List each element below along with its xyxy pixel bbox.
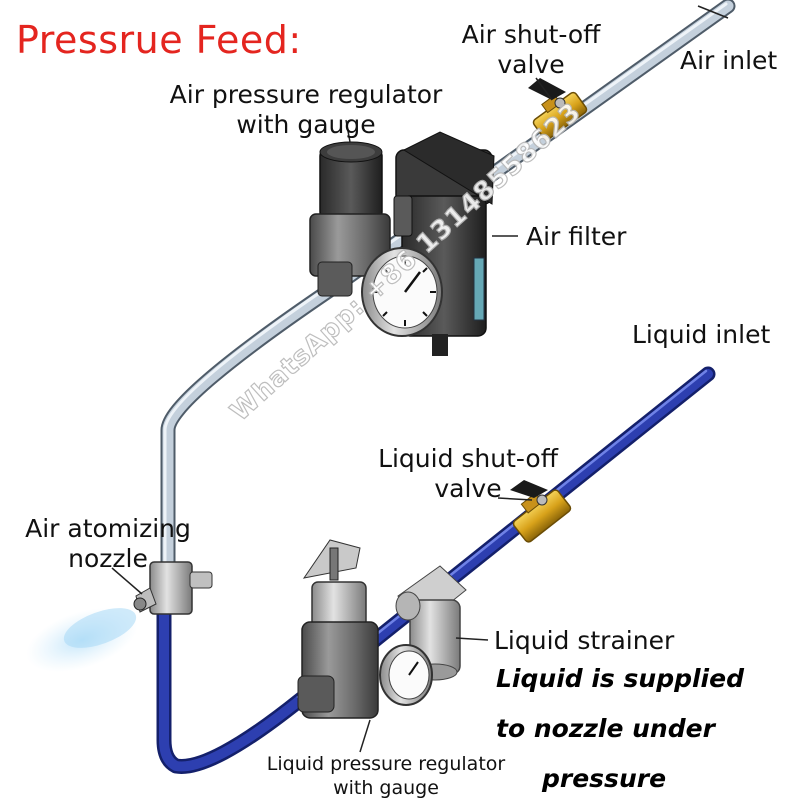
air-shutoff-label-line1: Air shut-off (461, 20, 601, 49)
nozzle-label: Air atomizing nozzle (8, 514, 208, 574)
air-filter-label: Air filter (526, 222, 627, 251)
liquid-shutoff-label-line2: valve (434, 474, 502, 503)
note-line-2: to nozzle under (496, 714, 715, 743)
liquid-inlet-label: Liquid inlet (632, 320, 771, 349)
note-line-1: Liquid is supplied (496, 664, 744, 693)
liquid-gauge (379, 644, 433, 706)
liquid-strainer-label: Liquid strainer (494, 626, 675, 655)
leader-lines (111, 5, 729, 753)
spray-mist (26, 607, 138, 673)
liquid-shutoff-valve-label: Liquid shut-off valve (370, 444, 566, 504)
air-regulator-label: Air pressure regulator with gauge (150, 80, 462, 140)
liquid-regulator-label: Liquid pressure regulator with gauge (246, 752, 526, 800)
air-gauge (361, 247, 443, 337)
liquid-regulator-label-line1: Liquid pressure regulator (266, 753, 506, 775)
air-shutoff-label-line2: valve (497, 50, 565, 79)
liquid-regulator (297, 539, 379, 719)
air-regulator-label-line1: Air pressure regulator (169, 80, 443, 109)
liquid-shutoff-label-line1: Liquid shut-off (378, 444, 558, 473)
air-shutoff-valve-label: Air shut-off valve (446, 20, 616, 80)
air-shutoff-valve (528, 78, 588, 141)
note-line-3: pressure (542, 764, 667, 793)
liquid-shutoff-valve (510, 480, 572, 543)
air-regulator-label-line2: with gauge (236, 110, 376, 139)
page-title: Pressrue Feed: (16, 18, 302, 62)
liquid-regulator-label-line2: with gauge (333, 777, 439, 799)
air-inlet-label: Air inlet (680, 46, 778, 75)
air-pipe (160, 0, 736, 578)
air-regulator (309, 141, 391, 297)
nozzle-label-line2: nozzle (68, 544, 148, 573)
nozzle-label-line1: Air atomizing (25, 514, 191, 543)
